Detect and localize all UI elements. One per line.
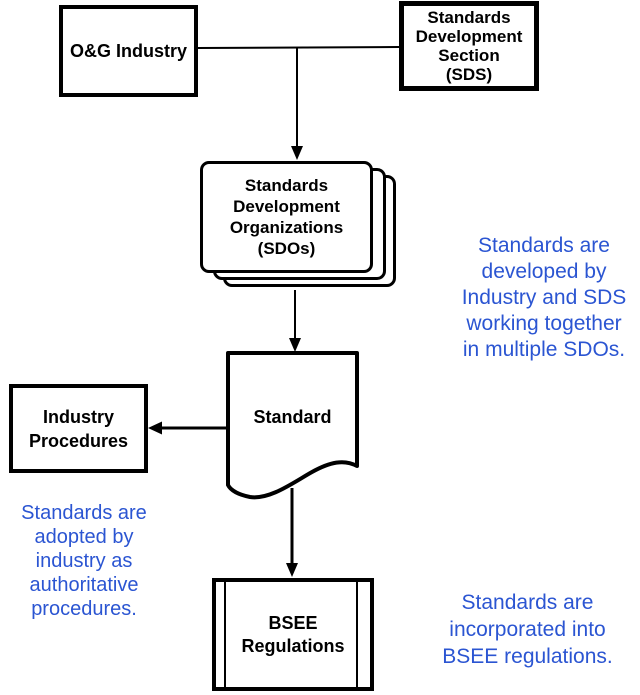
sdos-label: Standards Development Organizations (SDO… [229, 176, 344, 258]
standard-document-shape [226, 351, 359, 500]
connector-og-to-sds [197, 46, 400, 49]
arrowhead-into-standard [289, 338, 301, 352]
standard-label: Standard [253, 406, 332, 427]
sdos-box: Standards Development Organizations (SDO… [200, 161, 373, 273]
annotation-standards-adopted: Standards are adopted by industry as aut… [21, 502, 147, 620]
bsee-left-inner-line [224, 582, 226, 687]
sds-box: Standards Development Section (SDS) [399, 1, 539, 91]
arrowhead-into-procedures [148, 421, 162, 435]
annotation-standards-developed: Standards are developed by Industry and … [461, 234, 627, 361]
standard-document: Standard [228, 353, 357, 481]
bsee-regulations-label: BSEE Regulations [241, 612, 345, 656]
og-industry-box: O&G Industry [59, 5, 198, 97]
industry-procedures-label: Industry Procedures [28, 406, 129, 451]
arrowhead-into-sdos [291, 146, 303, 160]
og-industry-label: O&G Industry [69, 40, 187, 61]
sds-label: Standards Development Section (SDS) [415, 8, 523, 84]
bsee-right-inner-line [356, 582, 358, 687]
annotation-standards-incorporated: Standards are incorporated into BSEE reg… [442, 591, 613, 668]
bsee-regulations-box: BSEE Regulations [212, 578, 374, 691]
arrowhead-into-bsee [286, 563, 298, 577]
industry-procedures-box: Industry Procedures [9, 384, 148, 473]
